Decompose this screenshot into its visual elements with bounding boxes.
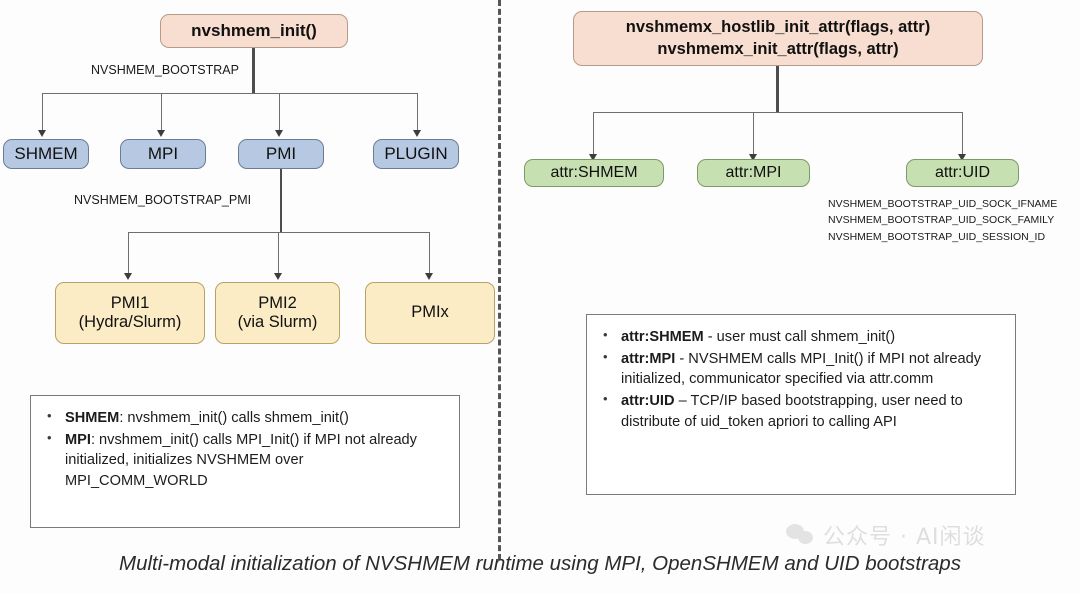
arrowhead-attr-uid bbox=[958, 154, 966, 161]
arrowhead-pmi bbox=[275, 130, 283, 137]
connector-fan-bar bbox=[42, 93, 418, 95]
list-item: SHMEM: nvshmem_init() calls shmem_init() bbox=[41, 407, 445, 429]
note-term: attr:MPI bbox=[621, 350, 676, 367]
connector-to-pmi bbox=[279, 93, 281, 132]
node-nvshmemx-init-attr: nvshmemx_hostlib_init_attr(flags, attr) … bbox=[573, 11, 983, 66]
arrowhead-pmi1 bbox=[124, 273, 132, 280]
env-var-item: NVSHMEM_BOOTSTRAP_UID_SOCK_FAMILY bbox=[828, 214, 1055, 227]
watermark: 公众号 · AI闲谈 bbox=[786, 519, 986, 551]
connector-attr-fan-bar bbox=[593, 112, 963, 114]
node-attr-mpi: attr:MPI bbox=[697, 159, 810, 187]
note-term: SHMEM bbox=[65, 410, 120, 426]
arrowhead-attr-shmem bbox=[589, 154, 597, 161]
connector-to-pmix bbox=[429, 232, 431, 275]
node-bootstrap-shmem: SHMEM bbox=[3, 139, 89, 169]
connector-to-shmem bbox=[42, 93, 44, 132]
wechat-icon bbox=[786, 524, 816, 546]
left-notes-list: SHMEM: nvshmem_init() calls shmem_init()… bbox=[41, 407, 445, 492]
node-line-2: nvshmemx_init_attr(flags, attr) bbox=[657, 40, 899, 58]
connector-root-trunk bbox=[252, 48, 255, 94]
note-text: - NVSHMEM calls MPI_Init() if MPI not al… bbox=[621, 350, 982, 388]
watermark-text: 公众号 · AI闲谈 bbox=[823, 525, 986, 550]
node-bootstrap-plugin: PLUGIN bbox=[373, 139, 459, 169]
connector-to-attr-uid bbox=[962, 112, 964, 156]
arrowhead-pmix bbox=[425, 273, 433, 280]
env-var-item: NVSHMEM_BOOTSTRAP_UID_SESSION_ID bbox=[828, 230, 1046, 243]
connector-to-plugin bbox=[417, 93, 419, 132]
list-item: attr:UID – TCP/IP based bootstrapping, u… bbox=[597, 390, 1001, 432]
node-pmi1: PMI1 (Hydra/Slurm) bbox=[55, 282, 205, 344]
arrowhead-attr-mpi bbox=[749, 154, 757, 161]
connector-to-pmi1 bbox=[128, 232, 130, 275]
note-text: – TCP/IP based bootstrapping, user need … bbox=[621, 393, 963, 430]
list-item: attr:SHMEM - user must call shmem_init() bbox=[597, 326, 1001, 348]
arrowhead-plugin bbox=[413, 130, 421, 137]
list-item: MPI: nvshmem_init() calls MPI_Init() if … bbox=[41, 429, 445, 492]
node-pmix: PMIx bbox=[365, 282, 495, 344]
edge-label-nvshmem-bootstrap-pmi: NVSHMEM_BOOTSTRAP_PMI bbox=[74, 193, 252, 207]
connector-to-attr-mpi bbox=[753, 112, 755, 156]
node-bootstrap-pmi: PMI bbox=[238, 139, 324, 169]
edge-label-nvshmem-bootstrap: NVSHMEM_BOOTSTRAP bbox=[91, 63, 239, 77]
right-notes-list: attr:SHMEM - user must call shmem_init()… bbox=[597, 326, 1001, 433]
uid-env-var-list: NVSHMEM_BOOTSTRAP_UID_SOCK_IFNAME NVSHME… bbox=[828, 196, 1057, 245]
connector-to-pmi2 bbox=[278, 232, 280, 275]
note-term: attr:UID bbox=[621, 393, 675, 410]
arrowhead-mpi bbox=[157, 130, 165, 137]
note-text: - user must call shmem_init() bbox=[703, 329, 896, 345]
note-text: : nvshmem_init() calls shmem_init() bbox=[119, 410, 349, 426]
arrowhead-pmi2 bbox=[274, 273, 282, 280]
list-item: attr:MPI - NVSHMEM calls MPI_Init() if M… bbox=[597, 348, 1001, 390]
arrowhead-shmem bbox=[38, 130, 46, 137]
figure-caption: Multi-modal initialization of NVSHMEM ru… bbox=[119, 552, 961, 575]
connector-attr-root-trunk bbox=[776, 66, 779, 113]
vertical-dashed-divider bbox=[498, 0, 501, 560]
node-bootstrap-mpi: MPI bbox=[120, 139, 206, 169]
left-notes-panel: SHMEM: nvshmem_init() calls shmem_init()… bbox=[30, 395, 460, 528]
node-pmi2: PMI2 (via Slurm) bbox=[215, 282, 340, 344]
right-notes-panel: attr:SHMEM - user must call shmem_init()… bbox=[586, 314, 1016, 495]
node-nvshmem-init: nvshmem_init() bbox=[160, 14, 348, 48]
note-term: MPI bbox=[65, 431, 91, 448]
connector-pmi-trunk bbox=[280, 169, 282, 233]
node-attr-shmem: attr:SHMEM bbox=[524, 159, 664, 187]
node-attr-uid: attr:UID bbox=[906, 159, 1019, 187]
connector-to-mpi bbox=[161, 93, 163, 132]
env-var-item: NVSHMEM_BOOTSTRAP_UID_SOCK_IFNAME bbox=[828, 198, 1058, 210]
node-line-1: nvshmemx_hostlib_init_attr(flags, attr) bbox=[625, 17, 931, 36]
note-text: : nvshmem_init() calls MPI_Init() if MPI… bbox=[65, 431, 417, 490]
connector-to-attr-shmem bbox=[593, 112, 595, 156]
note-term: attr:SHMEM bbox=[621, 329, 704, 345]
